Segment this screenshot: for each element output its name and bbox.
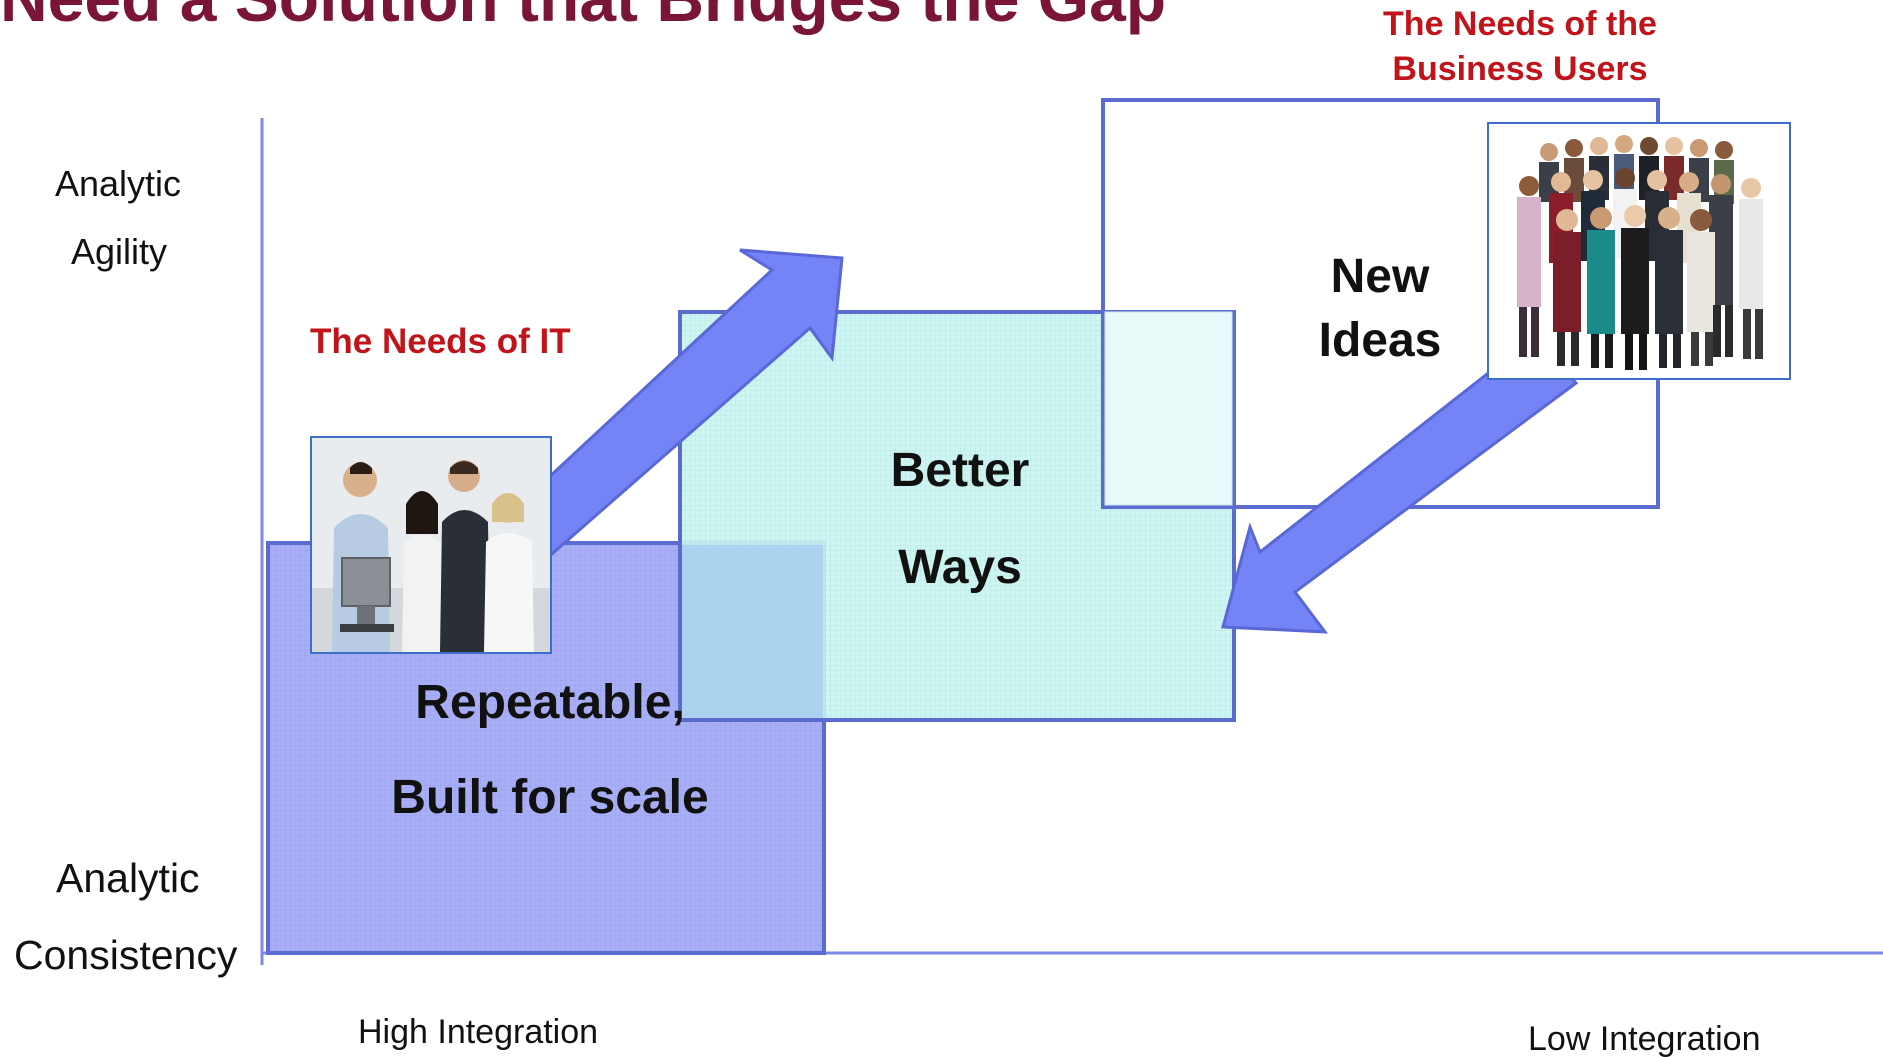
repeatable-label-line1: Repeatable,: [415, 676, 685, 729]
slide-title: Need a Solution that Bridges the Gap: [0, 0, 1166, 36]
y-axis-bottom-label-line1: Analytic: [56, 855, 200, 901]
y-axis-top-label-line2: Agility: [71, 231, 168, 272]
overlap-region-upper: [1104, 311, 1233, 506]
repeatable-label-line2: Built for scale: [391, 771, 709, 824]
y-axis-top-label-line1: Analytic: [55, 163, 182, 204]
needs-business-label: The Needs of the Business Users: [1383, 5, 1657, 88]
new-ideas-label: New Ideas: [1318, 250, 1442, 367]
it-team-photo: [310, 436, 552, 654]
better-ways-label-line2: Ways: [898, 541, 1022, 594]
business-users-group-photo: [1487, 122, 1791, 380]
overlap-region-lower: [682, 545, 823, 718]
y-axis-bottom-label-line2: Consistency: [14, 932, 238, 978]
x-axis-right-label: Low Integration: [1528, 1020, 1761, 1057]
needs-it-label: The Needs of IT: [310, 322, 571, 361]
better-ways-label-line1: Better: [890, 444, 1030, 497]
x-axis-left-label: High Integration: [358, 1013, 599, 1051]
business-arrow: [1221, 335, 1579, 634]
